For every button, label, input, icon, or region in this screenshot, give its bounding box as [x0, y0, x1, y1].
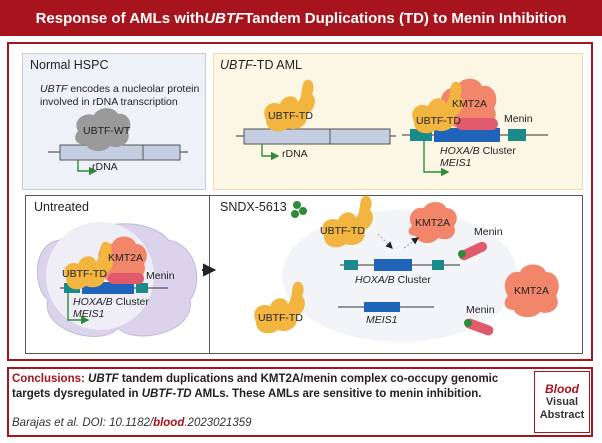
normal-tss-arrow — [77, 160, 98, 176]
treated-menin-top-label: Menin — [474, 226, 503, 238]
ubtf-td-right-label: UBTF-TD — [416, 115, 461, 127]
ubtf-panel-title: UBTF-TD AML — [220, 58, 302, 72]
ubtf-hoxa-dna — [402, 128, 548, 142]
untreated-tss-arrow — [67, 293, 90, 325]
title-italic: UBTF — [204, 9, 245, 27]
treated-ubtf-td-bottom-shape — [254, 281, 305, 334]
treated-kmt2a-bottom-label: KMT2A — [514, 285, 550, 297]
normal-panel-title: Normal HSPC — [30, 58, 109, 72]
treated-ubtf-td-top-label: UBTF-TD — [320, 225, 365, 237]
treated-kmt2a-top-shape — [408, 202, 457, 244]
treated-menin-bottom — [464, 318, 494, 336]
normal-desc-line2: involved in rDNA transcription — [40, 96, 178, 108]
treated-menin-bottom-label: Menin — [466, 304, 495, 316]
untreated-title: Untreated — [34, 200, 89, 214]
untreated-menin-label: Menin — [146, 270, 175, 282]
treated-ubtf-td-bottom-label: UBTF-TD — [258, 312, 303, 324]
dissociation-arrow-1 — [377, 233, 393, 249]
untreated-meis1-label: MEIS1 — [73, 308, 105, 320]
kmt2a-right-label: KMT2A — [452, 98, 488, 110]
dissociation-arrow-2 — [403, 237, 419, 249]
untreated-cluster-label: HOXA/B Cluster — [73, 296, 149, 308]
normal-rdna-label: rDNA — [92, 161, 118, 173]
treated-title: SNDX-5613 — [220, 200, 287, 214]
treated-hoxa-dna — [340, 259, 460, 271]
treated-kmt2a-top-label: KMT2A — [415, 217, 451, 229]
treated-meis1-label: MEIS1 — [366, 314, 398, 326]
blood-visual-abstract-badge: Blood Visual Abstract — [534, 371, 590, 433]
ubtf-wt-label: UBTF-WT — [83, 125, 131, 137]
ubtf-rdna-dna — [236, 128, 396, 145]
treated-menin-top — [458, 241, 488, 261]
untreated-kmt2a-label: KMT2A — [108, 252, 144, 264]
normal-dna — [48, 144, 188, 161]
title-banner: Response of AMLs with UBTF Tandem Duplic… — [0, 0, 602, 36]
untreated-ubtf-td-label: UBTF-TD — [62, 268, 107, 280]
treated-kmt2a-bottom-shape — [504, 264, 559, 318]
ubtf-td-protein-left-shape — [264, 79, 315, 132]
menin-right-shape — [456, 118, 498, 130]
citation: Barajas et al. DOI: 10.1182/blood.202302… — [12, 417, 252, 429]
conclusions-text: Conclusions: UBTF tandem duplications an… — [12, 373, 499, 400]
hoxa-tss-arrow — [423, 141, 450, 177]
ubtf-td-left-label: UBTF-TD — [268, 110, 313, 122]
treated-cluster-label: HOXA/B Cluster — [355, 274, 431, 286]
ubtf-td-protein-right-shape — [412, 81, 463, 134]
hoxa-cluster-label: HOXA/B Cluster — [440, 145, 516, 157]
meis1-label: MEIS1 — [440, 157, 472, 169]
treated-meis-dna — [338, 302, 434, 312]
normal-desc-line1: UBTF encodes a nucleolar protein — [40, 83, 200, 95]
ubtf-rdna-tss-arrow — [261, 144, 280, 161]
conclusions-box — [7, 367, 593, 437]
ubtf-wt-protein-shape — [75, 108, 131, 152]
menin-right-label: Menin — [504, 113, 533, 125]
title-part2: Tandem Duplications (TD) to Menin Inhibi… — [244, 9, 567, 27]
sndx-drug-icon — [291, 201, 307, 218]
untreated-ubtf-td-shape — [64, 241, 113, 290]
ubtf-rdna-label: rDNA — [282, 148, 308, 160]
title-part1: Response of AMLs with — [35, 9, 205, 27]
treated-ubtf-td-top-shape — [322, 195, 373, 248]
untreated-menin-shape — [108, 273, 144, 284]
